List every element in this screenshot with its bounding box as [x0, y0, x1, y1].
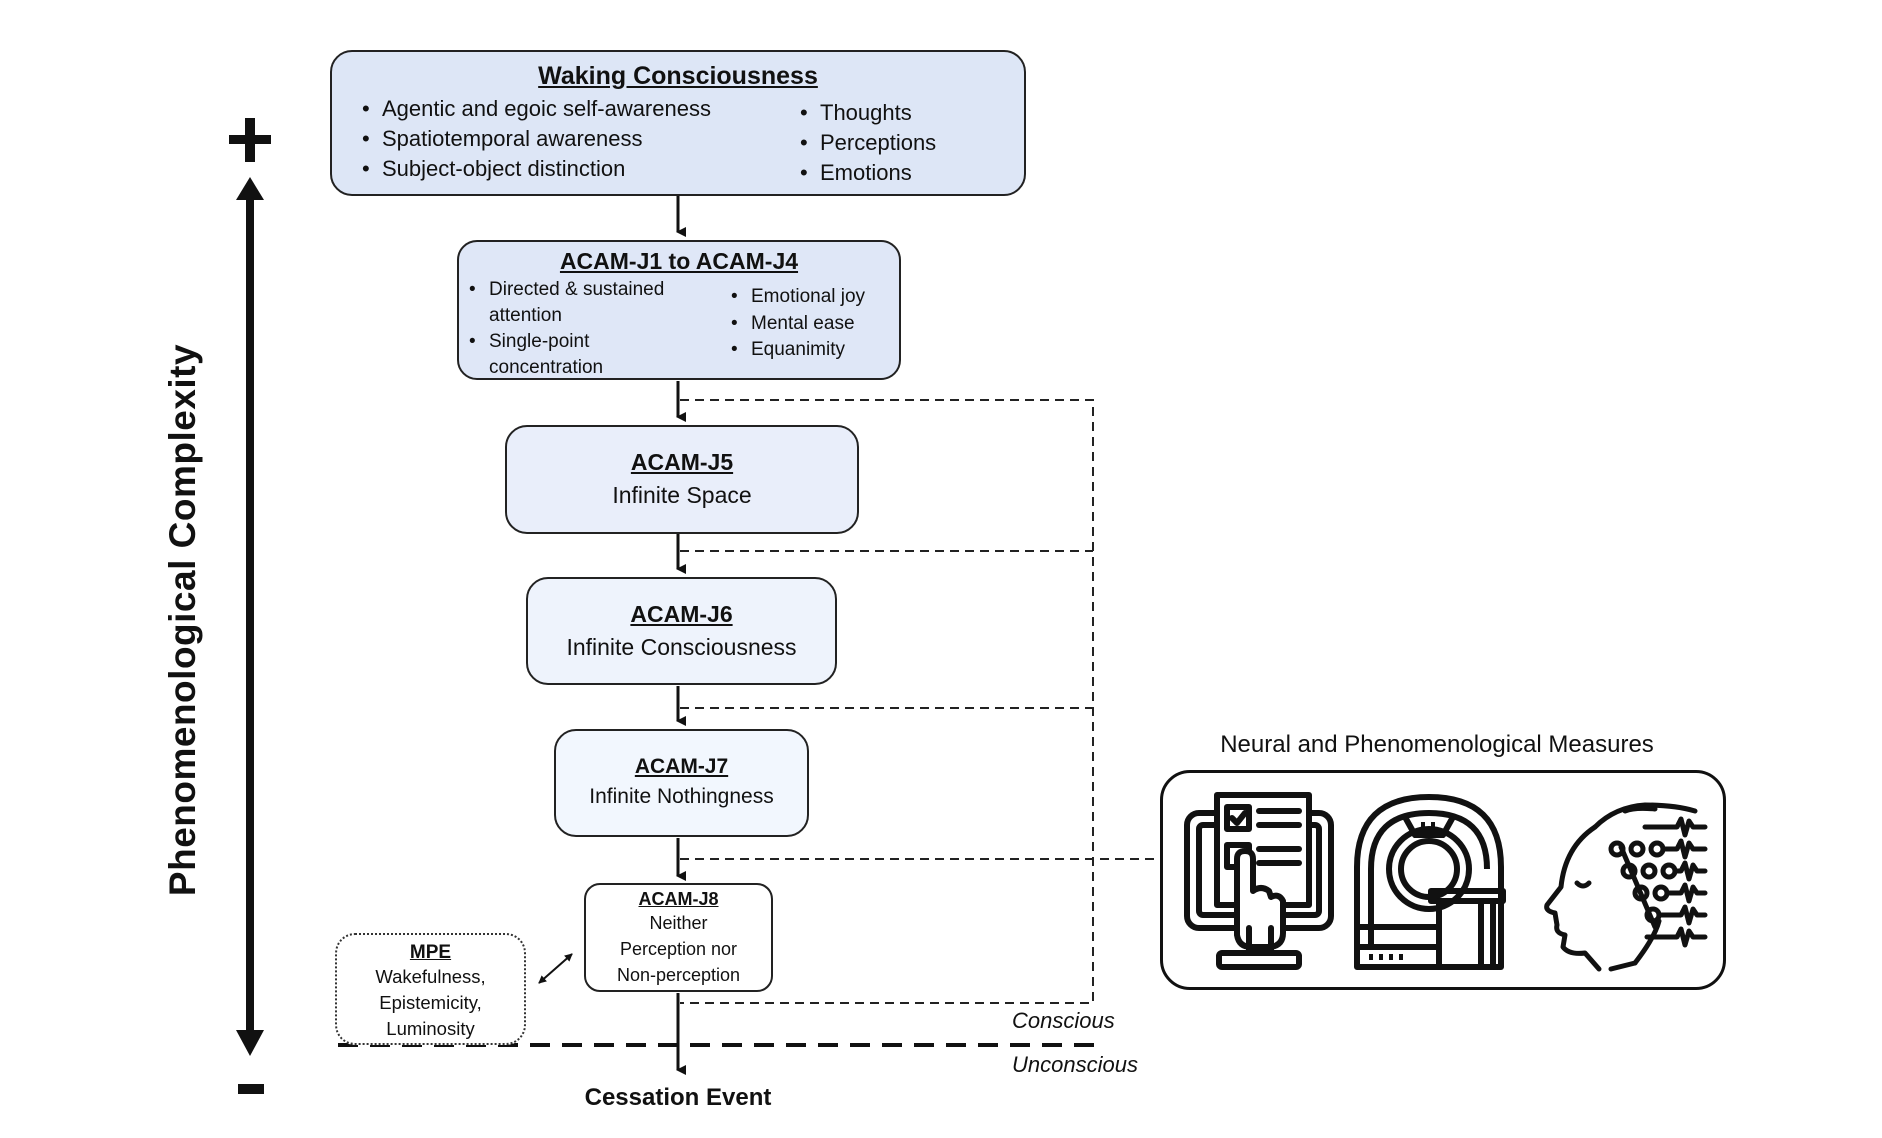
j14-list-left: Directed & sustained attention Single-po…: [467, 277, 664, 381]
acam-j5-box: ACAM-J5 Infinite Space: [505, 425, 859, 534]
j5-subtitle: Infinite Space: [612, 482, 752, 508]
waking-title: Waking Consciousness: [538, 62, 818, 90]
list-item: Mental ease: [729, 311, 865, 338]
mpe-j8-double-arrow: [538, 953, 573, 984]
j8-line: Neither: [649, 913, 708, 933]
list-item-continuation: attention: [489, 305, 562, 326]
acam-j7-box: ACAM-J7 Infinite Nothingness: [554, 729, 809, 837]
eeg-head-icon: [1544, 802, 1708, 972]
mpe-line: Epistemicity,: [379, 992, 482, 1013]
mpe-title: MPE: [409, 942, 452, 963]
complexity-axis-arrow: [236, 177, 264, 1056]
list-item: Equanimity: [729, 337, 865, 364]
axis-label: Phenomenological Complexity: [162, 343, 203, 897]
minus-symbol: [238, 1084, 264, 1094]
j7-title: ACAM-J7: [634, 755, 729, 778]
acam-j8-box: ACAM-J8 Neither Perception nor Non-perce…: [584, 883, 773, 992]
list-item: Single-point: [467, 329, 664, 355]
j8-line: Perception nor: [619, 939, 738, 959]
j14-list-right: Emotional joy Mental ease Equanimity: [729, 284, 865, 364]
measures-title: Neural and Phenomenological Measures: [1220, 731, 1654, 758]
waking-list-left: Agentic and egoic self-awareness Spatiot…: [360, 94, 711, 184]
j14-title: ACAM-J1 to ACAM-J4: [559, 248, 799, 274]
unconscious-label: Unconscious: [1012, 1052, 1138, 1077]
list-item: Directed & sustained: [467, 277, 664, 303]
j6-title: ACAM-J6: [630, 601, 733, 627]
list-item: Subject-object distinction: [360, 154, 711, 184]
list-item: Emotions: [798, 158, 936, 188]
j6-subtitle: Infinite Consciousness: [566, 634, 797, 660]
acam-j1-j4-box: ACAM-J1 to ACAM-J4 Directed & sustained …: [457, 240, 901, 380]
cessation-event-label: Cessation Event: [584, 1084, 772, 1111]
measures-panel: [1160, 770, 1726, 990]
list-item-continuation: concentration: [489, 357, 604, 378]
waking-consciousness-box: Waking Consciousness Agentic and egoic s…: [330, 50, 1026, 196]
j7-subtitle: Infinite Nothingness: [589, 785, 774, 808]
plus-symbol: [229, 118, 271, 162]
mri-scanner-icon: [1354, 794, 1506, 970]
list-item: Perceptions: [798, 128, 936, 158]
mpe-box: MPE Wakefulness, Epistemicity, Luminosit…: [335, 933, 526, 1045]
acam-j6-box: ACAM-J6 Infinite Consciousness: [526, 577, 837, 685]
j8-title: ACAM-J8: [638, 889, 719, 909]
j5-title: ACAM-J5: [630, 449, 734, 475]
list-item: Thoughts: [798, 98, 936, 128]
conscious-label: Conscious: [1012, 1008, 1115, 1033]
j8-line: Non-perception: [616, 965, 741, 985]
mpe-line: Wakefulness,: [375, 966, 486, 987]
list-item: Spatiotemporal awareness: [360, 124, 711, 154]
waking-list-right: Thoughts Perceptions Emotions: [798, 98, 936, 188]
list-item: Emotional joy: [729, 284, 865, 311]
mpe-line: Luminosity: [386, 1018, 475, 1039]
questionnaire-screen-icon: [1184, 792, 1334, 970]
list-item: Agentic and egoic self-awareness: [360, 94, 711, 124]
